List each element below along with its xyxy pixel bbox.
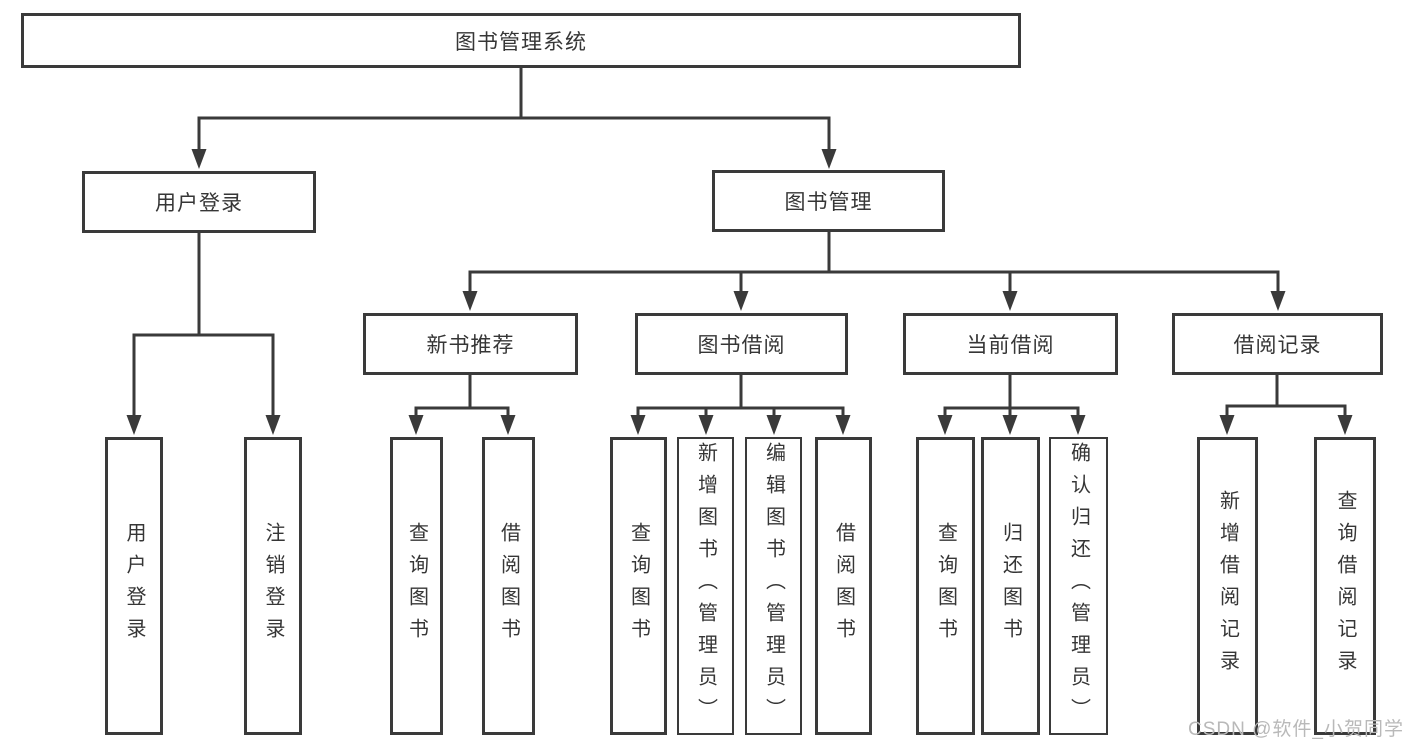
arrowhead [1002, 415, 1018, 435]
arrowhead [126, 415, 142, 435]
node-label: 图书借阅 [697, 334, 786, 357]
arrowhead [265, 415, 281, 435]
arrowhead [821, 149, 837, 169]
node-label: 查询图书 [405, 522, 428, 650]
node-book-borrowing: 图书借阅 [635, 313, 848, 375]
leaf-edit-book-admin: 编辑图书（管理员） [745, 437, 802, 735]
csdn-watermark: CSDN @软件_小贺同学 [1188, 719, 1404, 740]
connector-root-to-level2 [197, 68, 831, 155]
node-label: 图书管理系统 [455, 30, 587, 54]
arrowhead [1337, 415, 1353, 435]
leaf-query-books-2: 查询图书 [610, 437, 667, 735]
arrowhead [1270, 291, 1286, 311]
arrowhead [462, 291, 478, 311]
leaf-query-borrow-record: 查询借阅记录 [1314, 437, 1376, 735]
leaf-query-books-1: 查询图书 [390, 437, 443, 735]
arrowhead [1219, 415, 1235, 435]
arrowhead [408, 415, 424, 435]
arrowhead [1070, 415, 1086, 435]
node-label: 借阅图书 [497, 522, 520, 650]
node-label: 查询借阅记录 [1334, 490, 1356, 682]
node-label: 注销登录 [262, 522, 284, 650]
node-borrowing-records: 借阅记录 [1172, 313, 1383, 375]
leaf-logout: 注销登录 [244, 437, 302, 735]
node-library-system: 图书管理系统 [21, 13, 1021, 68]
leaf-query-books-3: 查询图书 [916, 437, 975, 735]
leaf-add-book-admin: 新增图书（管理员） [677, 437, 734, 735]
node-new-book-recommend: 新书推荐 [363, 313, 578, 375]
node-label: 新书推荐 [426, 334, 515, 357]
node-label: 查询图书 [627, 522, 650, 650]
node-label: 用户登录 [155, 192, 243, 215]
node-label: 借阅图书 [832, 522, 855, 650]
arrowhead [500, 415, 516, 435]
leaf-confirm-return-admin: 确认归还（管理员） [1049, 437, 1108, 735]
leaf-add-borrow-record: 新增借阅记录 [1197, 437, 1258, 735]
node-label: 归还图书 [999, 522, 1022, 650]
leaf-user-login: 用户登录 [105, 437, 163, 735]
node-label: 图书管理 [784, 191, 873, 214]
connector-new-book-rec-to-leaves [414, 375, 510, 420]
node-user-login: 用户登录 [82, 171, 316, 233]
arrowhead [630, 415, 646, 435]
connector-current-borrow-to-leaves [943, 375, 1080, 420]
arrowhead [733, 291, 749, 311]
node-book-management: 图书管理 [712, 170, 945, 232]
node-label: 当前借阅 [966, 334, 1055, 357]
connector-user-login-to-leaves [132, 233, 275, 420]
node-label: 查询图书 [934, 522, 957, 650]
node-current-borrowing: 当前借阅 [903, 313, 1118, 375]
node-label: 新增借阅记录 [1216, 490, 1239, 682]
arrowhead [698, 415, 714, 435]
arrowhead [1002, 291, 1018, 311]
connector-book-borrow-to-leaves [636, 375, 845, 420]
arrowhead [835, 415, 851, 435]
leaf-borrow-books-1: 借阅图书 [482, 437, 535, 735]
node-label: 借阅记录 [1233, 334, 1322, 357]
node-label: 用户登录 [123, 522, 145, 650]
leaf-return-book: 归还图书 [981, 437, 1040, 735]
arrowhead [937, 415, 953, 435]
arrowhead [191, 149, 207, 169]
node-label: 编辑图书（管理员） [762, 442, 785, 730]
node-label: 新增图书（管理员） [694, 442, 717, 730]
leaf-borrow-books-2: 借阅图书 [815, 437, 872, 735]
arrowhead [766, 415, 782, 435]
arrowheads [126, 149, 1353, 435]
connector-book-mgmt-to-level3 [468, 232, 1280, 296]
node-label: 确认归还（管理员） [1067, 442, 1090, 730]
connector-borrow-record-to-leaves [1225, 375, 1347, 420]
